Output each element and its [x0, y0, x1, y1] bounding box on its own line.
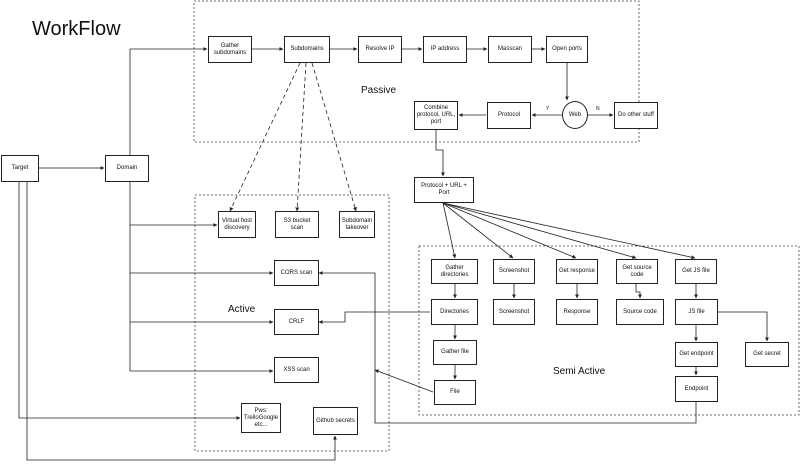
active-region — [194, 194, 390, 452]
edge-sub-takeover — [311, 62, 357, 212]
passive-label: Passive — [361, 85, 397, 96]
yes-label: Y — [546, 106, 550, 112]
edge-file-xss — [374, 369, 434, 393]
get-js-file-node[interactable]: Get JS file — [675, 259, 717, 284]
ip-address-node[interactable]: IP address — [423, 36, 467, 63]
active-label: Active — [228, 304, 256, 315]
response-node[interactable]: Response — [556, 299, 598, 325]
semi-active-label: Semi Active — [553, 366, 606, 377]
directories-node[interactable]: Directories — [431, 299, 478, 325]
target-node[interactable]: Target — [1, 155, 39, 182]
subdomains-node[interactable]: Subdomains — [284, 36, 330, 63]
get-source-code-node[interactable]: Get source code — [616, 259, 658, 284]
gather-directories-node[interactable]: Gather directories — [431, 259, 478, 284]
get-secret-node[interactable]: Get secret — [745, 342, 789, 367]
combine-node[interactable]: Combine protocol, URL, port — [414, 101, 458, 130]
edge-src-down — [635, 284, 642, 299]
edge-fan-directories — [442, 202, 457, 259]
protocol-node[interactable]: Protocol — [487, 102, 531, 129]
edge-dirs-crlf — [318, 311, 430, 324]
js-file-node[interactable]: JS file — [675, 299, 718, 325]
edge-js-secret — [718, 311, 769, 342]
open-ports-node[interactable]: Open ports — [546, 36, 588, 63]
edge-fan-response — [442, 202, 577, 259]
xss-scan-node[interactable]: XSS scan — [274, 357, 319, 383]
edge-fan-js — [442, 202, 696, 260]
github-secrets-node[interactable]: Github secrets — [313, 407, 358, 435]
page-title: WorkFlow — [32, 18, 121, 40]
no-label: N — [596, 106, 600, 112]
edge-to-protocol-url-port — [435, 130, 445, 177]
vhost-discovery-node[interactable]: Virtual host discovery — [218, 211, 256, 238]
masscan-node[interactable]: Masscan — [488, 36, 532, 63]
edge-to-pws — [18, 182, 241, 420]
semi-active-region — [418, 245, 800, 416]
pws-node[interactable]: Pws: TrelloGoogle etc... — [241, 403, 281, 433]
protocol-url-port-node[interactable]: Protocol + URL + Port — [414, 177, 474, 203]
edge-sub-vhost — [229, 62, 301, 212]
subdomain-takeover-node[interactable]: Subdomain takeover — [339, 211, 375, 238]
edge-endpoint-cors — [318, 271, 697, 424]
screenshot-task-node[interactable]: Screenshot — [493, 259, 535, 284]
s3-bucket-scan-node[interactable]: S3 bucket scan — [275, 211, 319, 238]
domain-node[interactable]: Domain — [105, 155, 149, 182]
gather-file-node[interactable]: Gather file — [433, 340, 477, 365]
edge-fan-source — [442, 202, 637, 259]
screenshot-output-node[interactable]: Screenshot — [493, 299, 535, 325]
cors-scan-node[interactable]: CORS scan — [274, 260, 319, 286]
endpoint-node[interactable]: Endpoint — [675, 376, 718, 402]
crlf-node[interactable]: CRLF — [274, 309, 319, 335]
source-code-node[interactable]: Source code — [616, 299, 664, 325]
resolve-ip-node[interactable]: Resolve IP — [358, 36, 402, 63]
passive-region — [193, 0, 640, 143]
edge-to-github — [26, 182, 337, 461]
file-node[interactable]: File — [434, 380, 476, 405]
edge-fan-screenshot — [442, 202, 514, 259]
get-response-node[interactable]: Get response — [556, 259, 598, 284]
web-node[interactable]: Web — [562, 101, 588, 129]
gather-subdomains-node[interactable]: Gather subdomains — [208, 36, 252, 63]
edge-sub-s3 — [295, 62, 307, 212]
get-endpoint-node[interactable]: Get endpoint — [675, 342, 718, 367]
do-other-stuff-node[interactable]: Do other stuff — [614, 102, 658, 129]
